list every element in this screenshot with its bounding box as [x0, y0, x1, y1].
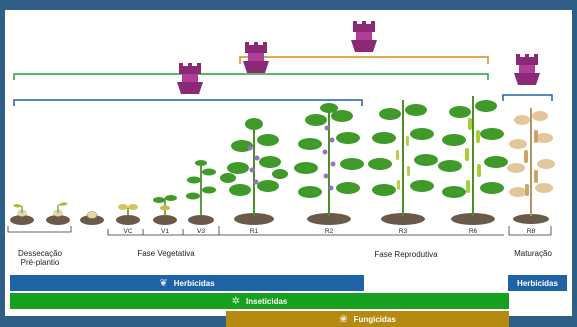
plant-r3-icon	[368, 100, 438, 216]
bar-inseticidas: ✲ Inseticidas	[10, 293, 509, 309]
bracket-herbicidas-pos	[14, 100, 362, 106]
spray-nozzle-icon	[177, 63, 203, 94]
bracket-herbicidas-r8	[503, 95, 552, 101]
phase-label-reprodutiva: Fase Reprodutiva	[358, 251, 454, 260]
stage-label-r2: R2	[319, 228, 339, 235]
bar-herbicidas: ❦ Herbicidas	[10, 275, 364, 291]
plant-r2-icon	[294, 103, 364, 216]
fungus-icon: ❀	[339, 314, 347, 325]
plant-r1-icon	[220, 118, 288, 216]
phase-label-maturacao: Maturação	[508, 250, 558, 259]
bar-fungicidas: ❀ Fungicidas	[226, 311, 509, 327]
stage-label-r1: R1	[244, 228, 264, 235]
stage-label-r8: R8	[521, 228, 541, 235]
phase-label-vegetativa: Fase Vegetativa	[126, 250, 206, 259]
stage-label-r6: R6	[463, 228, 483, 235]
weed-icon: ❦	[159, 278, 167, 289]
stage-label-r3: R3	[393, 228, 413, 235]
spray-nozzle-icon	[514, 54, 540, 85]
bracket-inseticidas	[14, 74, 488, 80]
stage-label-v3: V3	[191, 228, 211, 235]
stage-label-v1: V1	[155, 228, 175, 235]
phase-label-dessecacao: Dessecação Pré-plantio	[5, 250, 75, 268]
plant-v1-icon	[153, 195, 177, 216]
plant-r8-icon	[507, 108, 555, 216]
insect-icon: ✲	[232, 296, 240, 307]
stage-label-vc: VC	[118, 228, 138, 235]
plant-vc-icon	[118, 204, 138, 216]
bracket-fungicidas	[240, 57, 488, 64]
bar-herbicidas-r8: Herbicidas	[508, 275, 567, 291]
bracket-dessecacao	[8, 226, 71, 232]
plant-r6-icon	[438, 96, 508, 216]
plant-v3-icon	[186, 160, 216, 216]
spray-nozzle-icon	[351, 21, 377, 52]
